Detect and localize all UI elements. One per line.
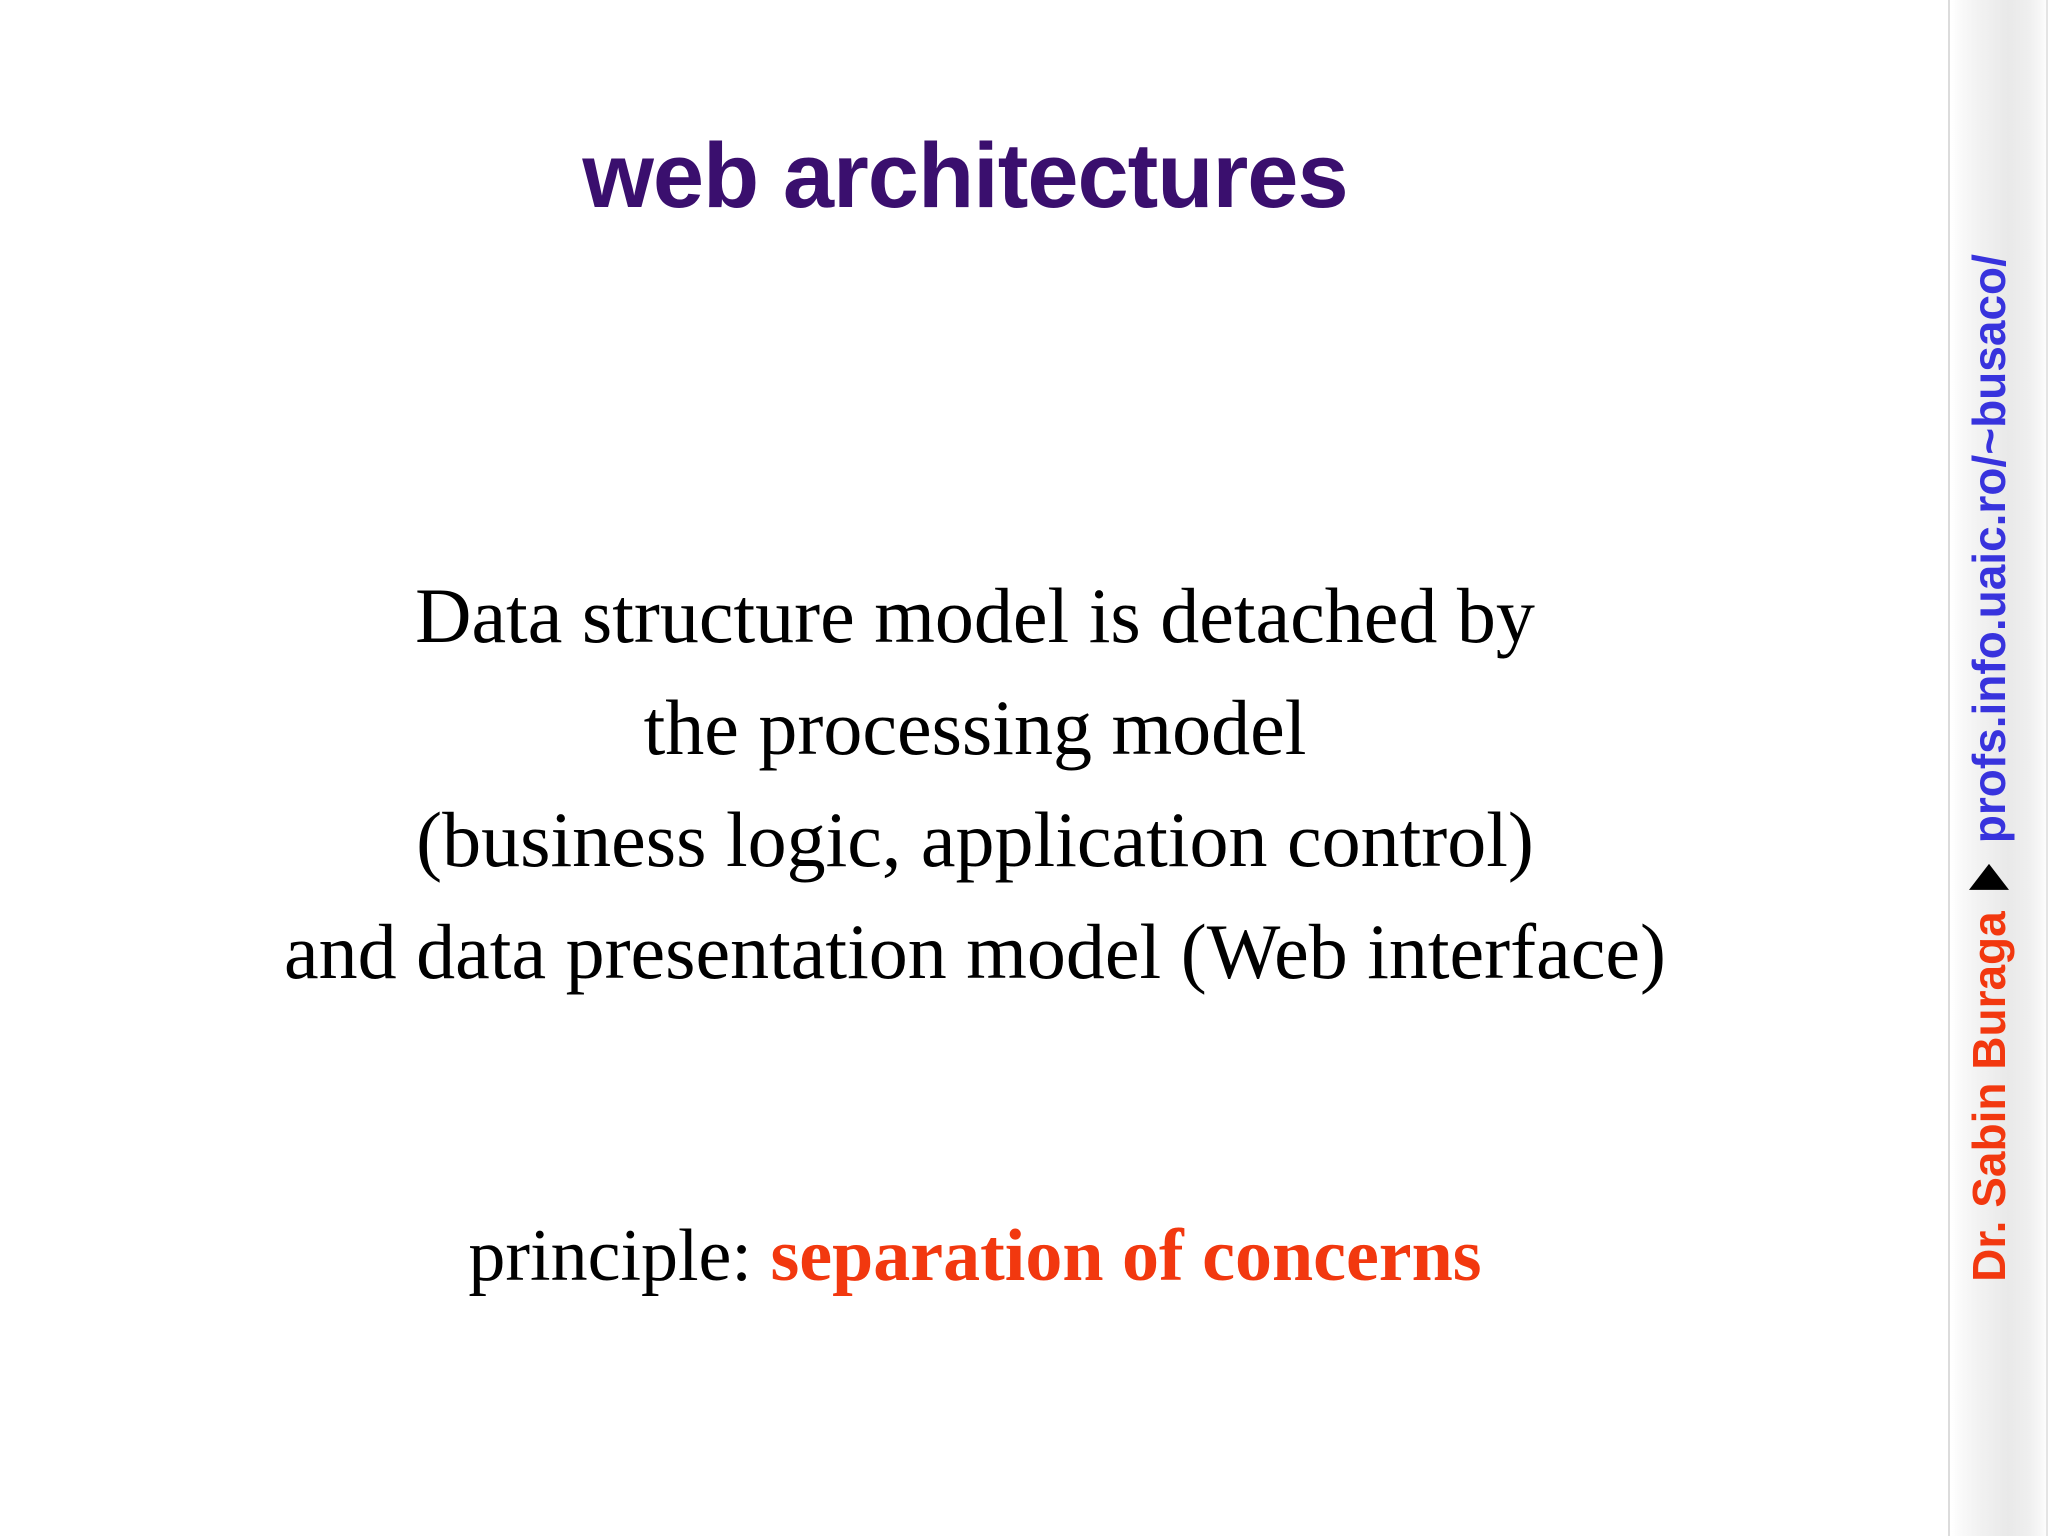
slide-body: Data structure model is detached by the … [60,560,1890,1008]
page-title: web architectures [582,125,1348,227]
sidebar-url-link[interactable]: profs.info.uaic.ro/~busaco/ [1963,254,2015,844]
sidebar-credit-strip: Dr. Sabin Buraga profs.info.uaic.ro/~bus… [1930,0,2048,1536]
sidebar-left-edge [1948,0,1950,1536]
body-line: (business logic, application control) [416,796,1534,883]
sidebar-gradient-bar [1952,0,2048,1536]
sidebar-author-name: Dr. Sabin Buraga [1963,911,2015,1282]
body-line: and data presentation model (Web interfa… [284,908,1666,995]
triangle-up-icon [1969,864,2009,891]
principle-statement: principle: separation of concerns [60,1208,1890,1304]
principle-label: principle: [468,1215,771,1297]
body-line: the processing model [643,684,1307,771]
sidebar-credit-text: Dr. Sabin Buraga profs.info.uaic.ro/~bus… [1963,254,2015,1282]
principle-emphasis: separation of concerns [770,1215,1482,1297]
sidebar-right-edge [2046,0,2048,1536]
body-line: Data structure model is detached by [415,572,1535,659]
